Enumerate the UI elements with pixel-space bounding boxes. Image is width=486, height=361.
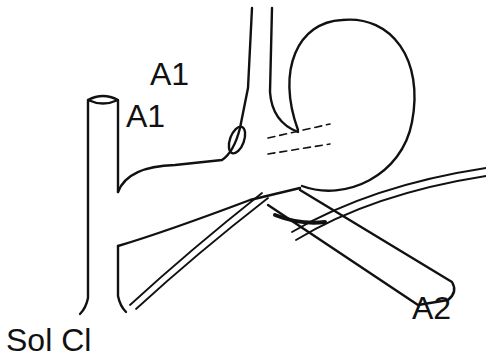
- vessel-label: A2: [412, 292, 451, 324]
- graft-tube: [292, 168, 486, 240]
- aneurysm: [289, 20, 414, 191]
- vessel-label: A1: [126, 100, 165, 132]
- subclavian-artery: [80, 96, 126, 314]
- vessel-opening: [226, 124, 249, 155]
- clamp-mark: [275, 215, 325, 223]
- distal-branch: [268, 190, 454, 305]
- vessel-label: A1: [150, 58, 189, 90]
- branch-vessel: [118, 8, 300, 246]
- graft-tube: [130, 193, 268, 309]
- dashed-line: [268, 124, 330, 154]
- vessel-label: Sol Cl: [6, 324, 91, 356]
